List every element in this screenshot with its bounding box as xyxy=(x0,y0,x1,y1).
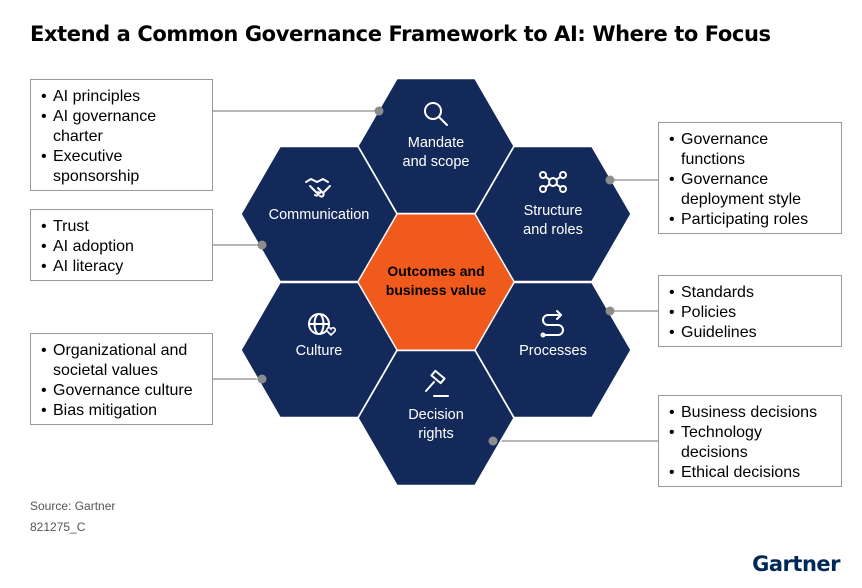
structure-box-line: Governance xyxy=(669,130,831,150)
culture-hex-label: Culture xyxy=(296,343,343,359)
communication-box-line: AI literacy xyxy=(41,257,202,277)
decision-connector-dot xyxy=(488,436,498,446)
hexagon-group: Outcomes and business value Mandate and sco… xyxy=(240,77,632,487)
culture-box-line: societal values xyxy=(53,362,158,379)
culture-box-line: Governance culture xyxy=(41,381,202,401)
decision-box-line: Business decisions xyxy=(669,403,831,423)
process-flow-icon xyxy=(540,310,564,338)
structure-box-line: functions xyxy=(681,151,746,168)
communication-hex-label: Communication xyxy=(269,207,370,223)
gavel-icon xyxy=(425,369,449,397)
mandate-box-line: AI principles xyxy=(41,87,202,107)
mandate-box-line: sponsorship xyxy=(53,168,140,185)
communication-box-line: AI adoption xyxy=(41,237,202,257)
structure-connector-dot xyxy=(605,175,615,185)
decision-hex-label: rights xyxy=(418,426,453,442)
structure-hex-label: Structure xyxy=(524,203,583,219)
mandate-box-line: charter xyxy=(53,128,103,145)
center-hex-label: business value xyxy=(386,282,487,298)
processes-box-line: Policies xyxy=(669,303,831,323)
communication-box: TrustAI adoptionAI literacy xyxy=(30,209,213,281)
source-note: Source: Gartner xyxy=(30,499,116,513)
structure-box-line: Participating roles xyxy=(669,210,831,230)
culture-box-line: Bias mitigation xyxy=(41,401,202,421)
decision-hex-label: Decision xyxy=(408,407,464,423)
processes-box-line: Standards xyxy=(669,283,831,303)
handshake-icon xyxy=(305,178,331,198)
globe-heart-icon xyxy=(308,313,337,337)
mandate-hexagon: Mandate and scope xyxy=(357,77,515,215)
culture-connector-dot xyxy=(257,374,267,384)
processes-box-line: Guidelines xyxy=(669,323,831,343)
decision-hexagon: Decision rights xyxy=(357,349,515,487)
mandate-box: AI principlesAI governancecharterExecuti… xyxy=(30,79,213,191)
structure-box-line: Governance xyxy=(669,170,831,190)
org-network-icon xyxy=(539,171,567,193)
processes-connector-dot xyxy=(605,306,615,316)
decision-box-line: Ethical decisions xyxy=(669,463,831,483)
page-title: Extend a Common Governance Framework to … xyxy=(30,22,771,46)
communication-connector-dot xyxy=(257,240,267,250)
mandate-hex-label: Mandate xyxy=(408,135,464,151)
structure-box-line: deployment style xyxy=(681,191,802,208)
mandate-box-line: AI governance xyxy=(41,107,202,127)
communication-box-line: Trust xyxy=(41,217,202,237)
mandate-box-line: Executive xyxy=(41,147,202,167)
center-hex-label: Outcomes and xyxy=(387,263,484,279)
magnifier-icon xyxy=(424,102,448,126)
gartner-logo: Gartner xyxy=(752,552,840,576)
center-hexagon xyxy=(358,214,514,350)
structure-box: GovernancefunctionsGovernancedeployment … xyxy=(658,122,842,234)
culture-hexagon: Culture xyxy=(240,281,398,419)
processes-hex-label: Processes xyxy=(519,343,587,359)
connectors xyxy=(213,110,658,442)
processes-box: StandardsPoliciesGuidelines xyxy=(658,275,842,347)
mandate-hex-label: and scope xyxy=(403,154,470,170)
structure-hexagon: Structure and roles xyxy=(474,145,632,283)
culture-box-line: Organizational and xyxy=(41,341,202,361)
communication-hexagon: Communication xyxy=(240,145,398,283)
decision-box: Business decisionsTechnologydecisionsEth… xyxy=(658,395,842,487)
mandate-connector-dot xyxy=(374,106,384,116)
decision-box-line: decisions xyxy=(681,444,748,461)
structure-hex-label: and roles xyxy=(523,222,583,238)
figure-code: 821275_C xyxy=(30,520,86,534)
decision-box-line: Technology xyxy=(669,423,831,443)
